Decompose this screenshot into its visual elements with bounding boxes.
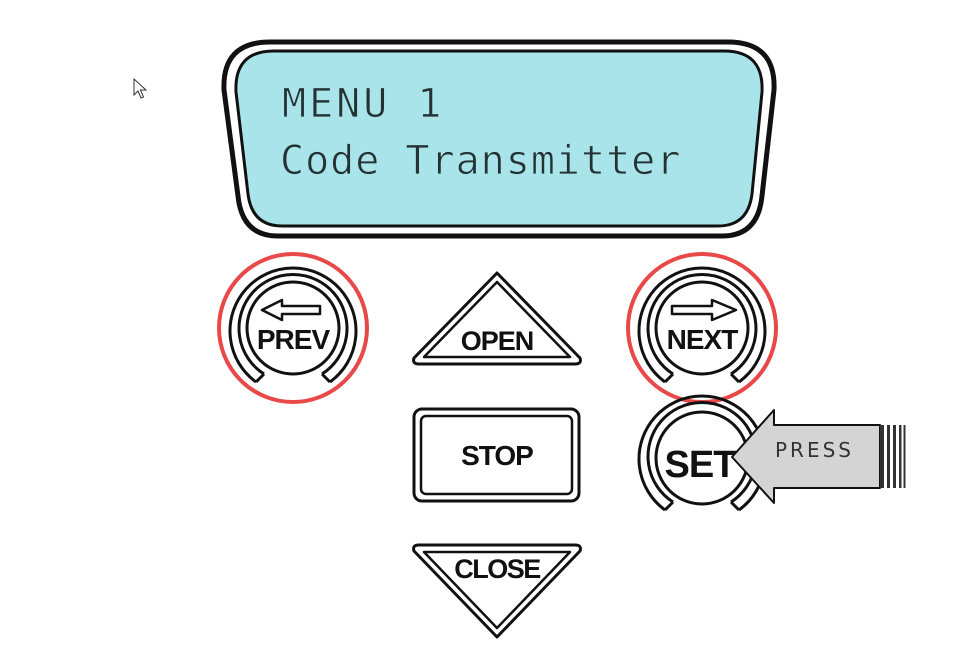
prev-highlight-ring xyxy=(217,252,369,404)
stop-button-label: STOP xyxy=(461,440,533,471)
next-button-label: NEXT xyxy=(667,324,739,355)
right-arrow-icon xyxy=(670,298,738,322)
prev-button-label: PREV xyxy=(257,324,331,355)
lcd-display: MENU 1 Code Transmitter xyxy=(221,39,777,239)
lcd-line-1: MENU 1 xyxy=(282,81,445,127)
press-callout-label: PRESS xyxy=(775,438,854,462)
left-arrow-icon xyxy=(260,298,322,322)
open-button[interactable]: OPEN xyxy=(412,271,582,366)
close-button-label: CLOSE xyxy=(454,554,540,584)
next-button[interactable]: NEXT xyxy=(626,252,778,404)
close-button[interactable]: CLOSE xyxy=(412,543,582,639)
press-callout-arrow: PRESS xyxy=(731,409,906,504)
lcd-line-2: Code Transmitter xyxy=(280,138,681,184)
set-button-label: SET xyxy=(665,444,737,486)
lcd-screen xyxy=(234,49,764,228)
open-button-label: OPEN xyxy=(461,326,534,356)
stop-button[interactable]: STOP xyxy=(412,407,581,503)
set-button[interactable]: SET xyxy=(637,394,767,512)
mouse-pointer-icon xyxy=(133,77,148,99)
prev-button[interactable]: PREV xyxy=(217,252,369,404)
